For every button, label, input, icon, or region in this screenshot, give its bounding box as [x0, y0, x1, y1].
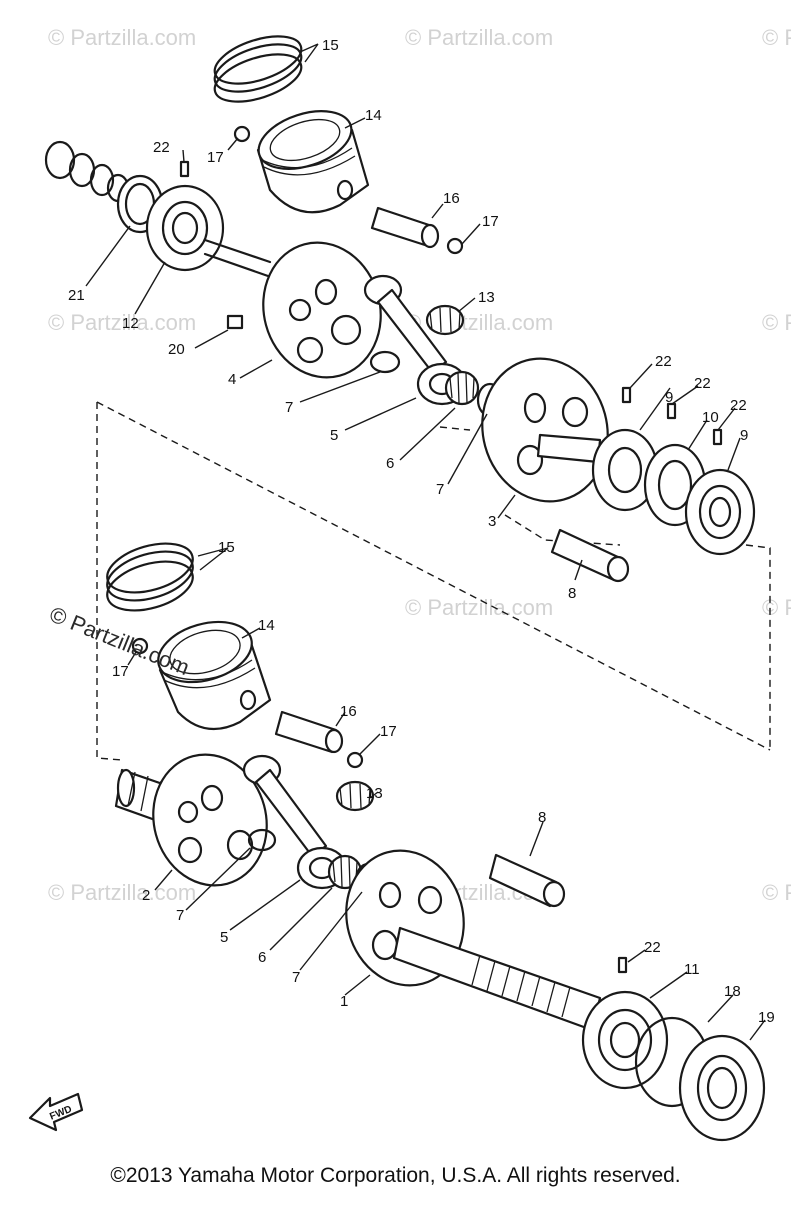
callout: 22 — [644, 939, 661, 956]
callout: 15 — [218, 539, 235, 556]
bearing-upper-left — [145, 184, 225, 272]
callout: 21 — [68, 287, 85, 304]
piston-pin-upper — [370, 206, 440, 249]
callout: 7 — [436, 481, 444, 498]
circlip-upper-left — [233, 125, 251, 143]
callout: 7 — [285, 399, 293, 416]
bearing-lower-right — [581, 990, 669, 1090]
callout: 17 — [482, 213, 499, 230]
crank-shaft-left — [203, 238, 272, 278]
circlip-lower-left — [131, 637, 149, 655]
callout: 3 — [488, 513, 496, 530]
washer-upper-left — [369, 350, 401, 374]
bearing-upper-right-1 — [591, 428, 659, 512]
callout: 16 — [340, 703, 357, 720]
needle-bearing-upper — [425, 304, 465, 336]
callout: 20 — [168, 341, 185, 358]
watermark: © Partzilla.com — [48, 310, 196, 335]
front-arrow-icon: FWD — [28, 1092, 84, 1132]
callout: 10 — [702, 409, 719, 426]
callout: 11 — [684, 961, 700, 978]
callout: 2 — [142, 887, 150, 904]
callout: 14 — [365, 107, 382, 124]
piston-pin-lower — [274, 710, 344, 754]
callout: 17 — [207, 149, 224, 166]
callout: 22 — [153, 139, 170, 156]
callout: 8 — [568, 585, 576, 602]
piston-rings-upper — [213, 35, 303, 103]
callout: 12 — [122, 315, 139, 332]
circlip-lower-right — [346, 751, 364, 769]
bearing-seals-left — [44, 140, 130, 203]
callout: 13 — [366, 785, 383, 802]
callout: 18 — [724, 983, 741, 1000]
callout: 7 — [176, 907, 184, 924]
dowel-pin — [666, 402, 677, 420]
callout: 16 — [443, 190, 460, 207]
piston-upper — [256, 110, 370, 214]
callout: 8 — [538, 809, 546, 826]
callout: 17 — [380, 723, 397, 740]
alignment-frame — [96, 401, 771, 761]
bearing-upper-right-2 — [684, 468, 756, 556]
woodruff-key — [226, 314, 244, 330]
callout: 4 — [228, 371, 236, 388]
watermark: © Partzilla.com — [405, 25, 553, 50]
callout-labels: 15 14 22 17 16 17 21 12 13 20 4 22 9 22 … — [68, 37, 775, 1026]
crank-bearing-upper — [444, 370, 480, 406]
watermark: © Partzilla.com — [48, 25, 196, 50]
dowel-pin — [617, 956, 628, 974]
callout: 7 — [292, 969, 300, 986]
crank-wheel-upper-right — [481, 357, 609, 503]
watermark: © Partzilla.com — [762, 310, 791, 335]
piston-rings-lower — [106, 542, 194, 612]
crank-wheel-upper-left — [262, 241, 382, 379]
watermark: © Partzilla.com — [762, 595, 791, 620]
conrod-lower — [242, 754, 348, 890]
piston-lower — [157, 620, 272, 731]
callout: 9 — [740, 427, 748, 444]
watermark: © Partzilla.com — [405, 595, 553, 620]
callout: 17 — [112, 663, 129, 680]
callout: 6 — [386, 455, 394, 472]
leader-lines — [85, 43, 766, 1041]
callout: 6 — [258, 949, 266, 966]
crank-pin-upper — [550, 528, 630, 583]
callout: 19 — [758, 1009, 775, 1026]
crank-wheel-lower-left — [152, 753, 268, 887]
washer-lower-left — [247, 828, 277, 852]
dowel-pin — [179, 160, 190, 178]
upper-crank-assembly — [44, 35, 756, 583]
callout: 5 — [220, 929, 228, 946]
callout: 5 — [330, 427, 338, 444]
callout: 15 — [322, 37, 339, 54]
lower-crank-assembly — [106, 542, 766, 1142]
callout: 22 — [694, 375, 711, 392]
watermark: © Partzilla.com — [762, 25, 791, 50]
dowel-pin — [712, 428, 723, 446]
copyright-notice: ©2013 Yamaha Motor Corporation, U.S.A. A… — [110, 1164, 681, 1187]
callout: 22 — [655, 353, 672, 370]
callout: 22 — [730, 397, 747, 414]
dowel-pin — [621, 386, 632, 404]
crank-pin-lower — [488, 853, 566, 908]
callout: 1 — [340, 993, 348, 1010]
callout: 9 — [665, 389, 673, 406]
circlip-upper-right — [446, 237, 464, 255]
oil-seal-lower — [678, 1034, 766, 1142]
callout: 14 — [258, 617, 275, 634]
watermark: © Partzilla.com — [48, 880, 196, 905]
callout: 13 — [478, 289, 495, 306]
watermark: © Partzilla.com — [762, 880, 791, 905]
